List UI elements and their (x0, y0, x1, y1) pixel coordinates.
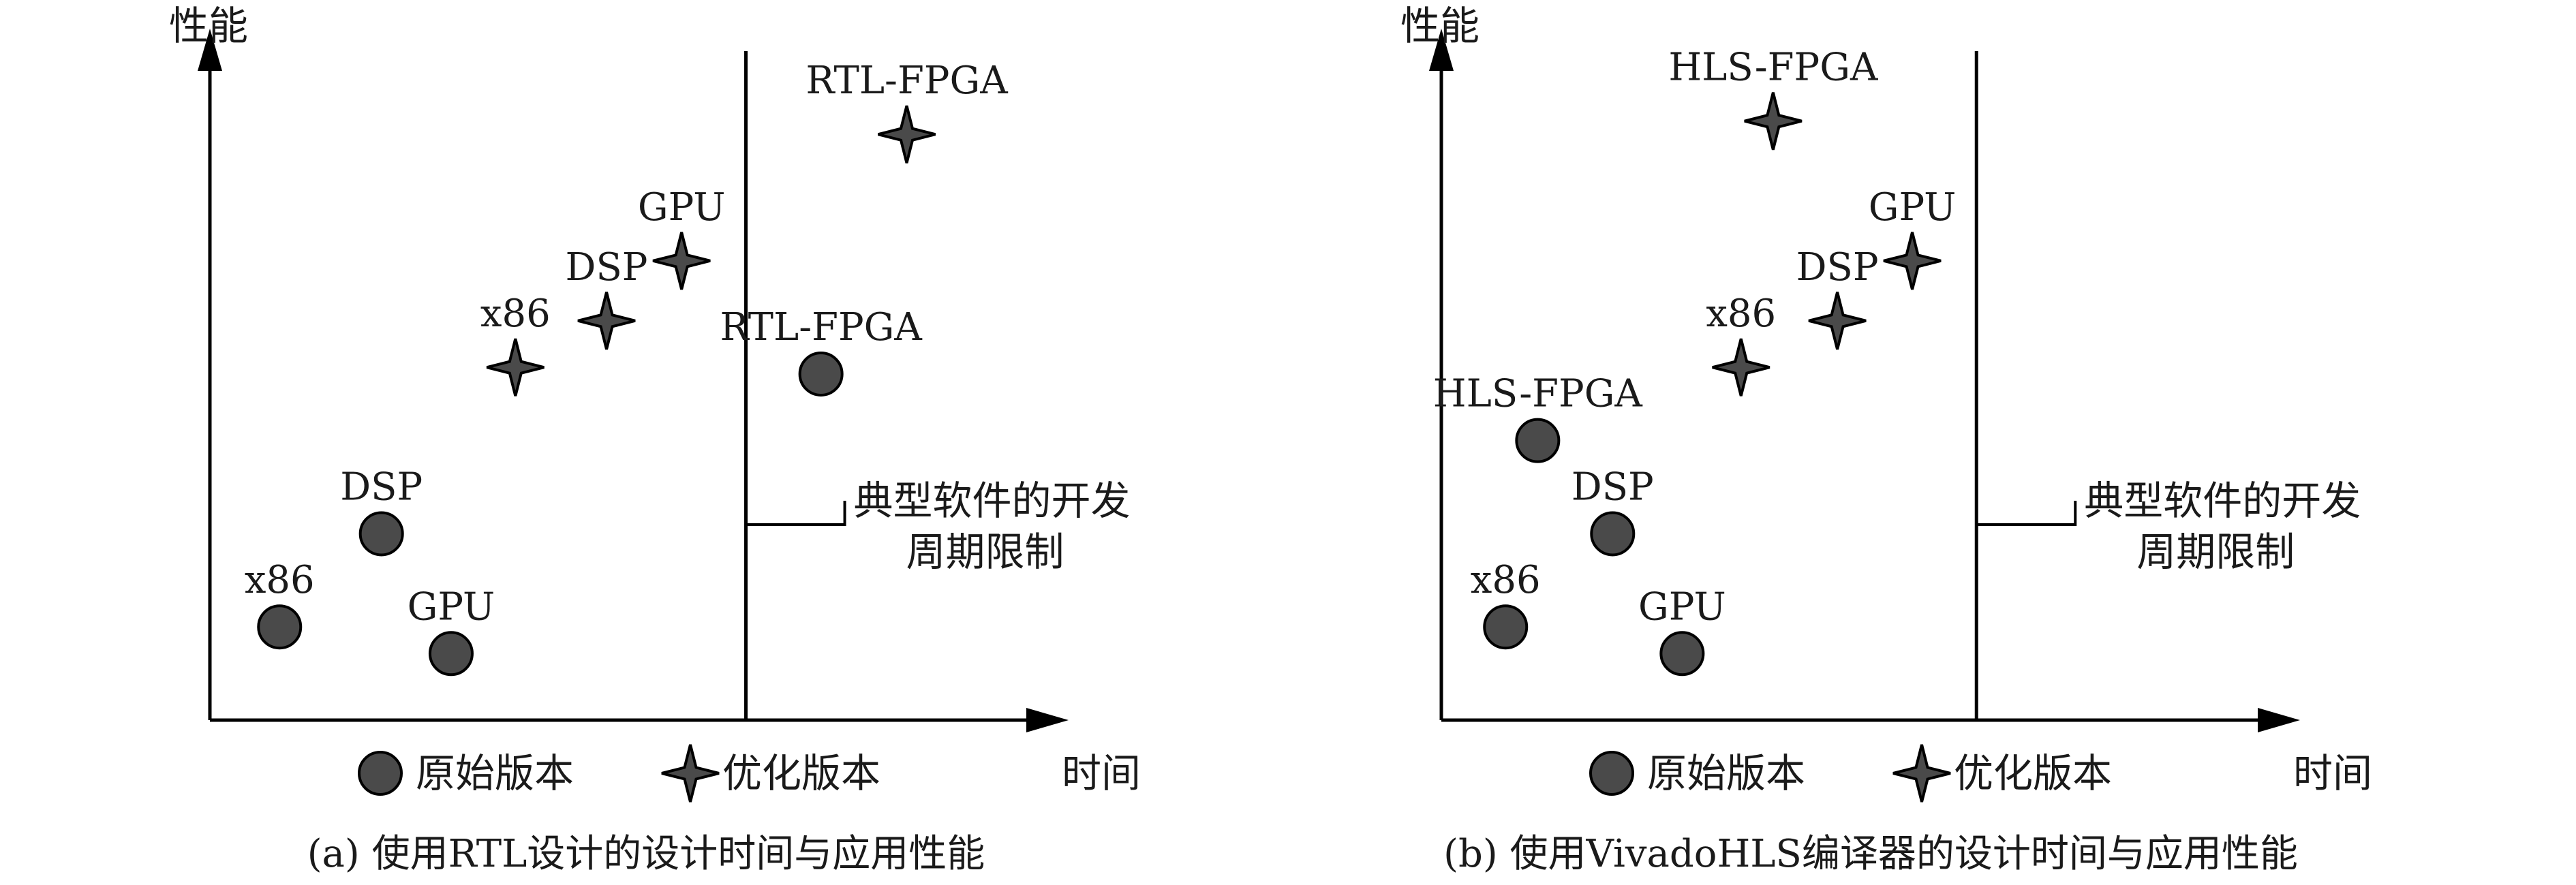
point-star-x86 (1712, 338, 1770, 397)
point-circle-gpu (1659, 631, 1705, 677)
point-label-x86: x86 (1471, 558, 1541, 602)
threshold-label-line1: 典型软件的开发 (2084, 478, 2361, 524)
threshold-label-line2: 周期限制 (2136, 529, 2295, 575)
point-circle-hls-fpga (1515, 418, 1561, 463)
point-label-x86: x86 (1706, 292, 1776, 336)
point-circle-dsp (1590, 511, 1636, 557)
point-label-gpu: GPU (1869, 185, 1957, 230)
threshold-leader-line (1976, 501, 2077, 526)
point-star-gpu (1883, 232, 1942, 290)
point-star-dsp (577, 292, 636, 350)
x-axis-arrow (2258, 708, 2300, 732)
legend-label-optimized: 优化版本 (1954, 750, 2112, 796)
legend-star-marker (1892, 744, 1951, 803)
legend-circle-marker (358, 751, 403, 796)
caption: (a) 使用RTL设计的设计时间与应用性能 (307, 832, 985, 876)
threshold-label-line2: 周期限制 (906, 529, 1064, 575)
point-star-hls-fpga (1744, 92, 1803, 151)
point-star-x86 (486, 338, 545, 397)
point-label-gpu: GPU (1638, 585, 1726, 629)
legend-star-marker (661, 744, 720, 803)
point-star-gpu (652, 232, 711, 290)
x-axis-label: 时间 (2293, 750, 2372, 796)
caption: (b) 使用VivadoHLS编译器的设计时间与应用性能 (1443, 832, 2298, 876)
point-label-gpu: GPU (408, 585, 495, 629)
point-label-dsp: DSP (566, 245, 648, 290)
point-label-rtl-fpga: RTL-FPGA (720, 305, 922, 350)
panel-a: 性能 时间 典型软件的开发周期限制x86DSPGPURTL-FPGAx86DSP… (169, 3, 1141, 876)
legend-circle-marker (1589, 751, 1634, 796)
point-circle-gpu (428, 631, 474, 677)
data-points: 典型软件的开发周期限制x86DSPGPURTL-FPGAx86DSPGPURTL… (245, 51, 1131, 720)
point-label-dsp: DSP (1571, 465, 1654, 509)
y-axis-arrow (1429, 29, 1454, 71)
threshold-label-line1: 典型软件的开发 (854, 478, 1131, 524)
legend-label-optimized: 优化版本 (722, 750, 880, 796)
point-label-dsp: DSP (1796, 245, 1879, 290)
threshold-leader-line (746, 501, 846, 526)
point-circle-dsp (358, 511, 404, 557)
panel-b: 性能 时间 典型软件的开发周期限制x86DSPGPUHLS-FPGAx86DSP… (1400, 3, 2372, 876)
point-star-rtl-fpga (878, 105, 936, 164)
y-axis-label: 性能 (169, 3, 248, 49)
point-label-x86: x86 (480, 292, 551, 336)
legend: 原始版本 优化版本 (358, 744, 880, 803)
legend-label-original: 原始版本 (1647, 750, 1805, 796)
point-circle-x86 (257, 604, 303, 650)
data-points: 典型软件的开发周期限制x86DSPGPUHLS-FPGAx86DSPGPUHLS… (1433, 46, 2361, 720)
point-label-x86: x86 (245, 558, 315, 602)
legend: 原始版本 优化版本 (1589, 744, 2112, 803)
point-label-dsp: DSP (340, 465, 423, 509)
point-label-rtl-fpga: RTL-FPGA (806, 59, 1008, 103)
point-label-hls-fpga: HLS-FPGA (1668, 46, 1878, 90)
x-axis-label: 时间 (1062, 750, 1141, 796)
legend-label-original: 原始版本 (416, 750, 574, 796)
point-circle-rtl-fpga (798, 351, 844, 397)
point-star-dsp (1808, 292, 1867, 350)
point-label-gpu: GPU (638, 185, 726, 230)
x-axis-arrow (1026, 708, 1069, 732)
y-axis-arrow (198, 29, 222, 71)
y-axis-label: 性能 (1400, 3, 1479, 49)
point-label-hls-fpga: HLS-FPGA (1433, 372, 1643, 416)
point-circle-x86 (1483, 604, 1529, 650)
